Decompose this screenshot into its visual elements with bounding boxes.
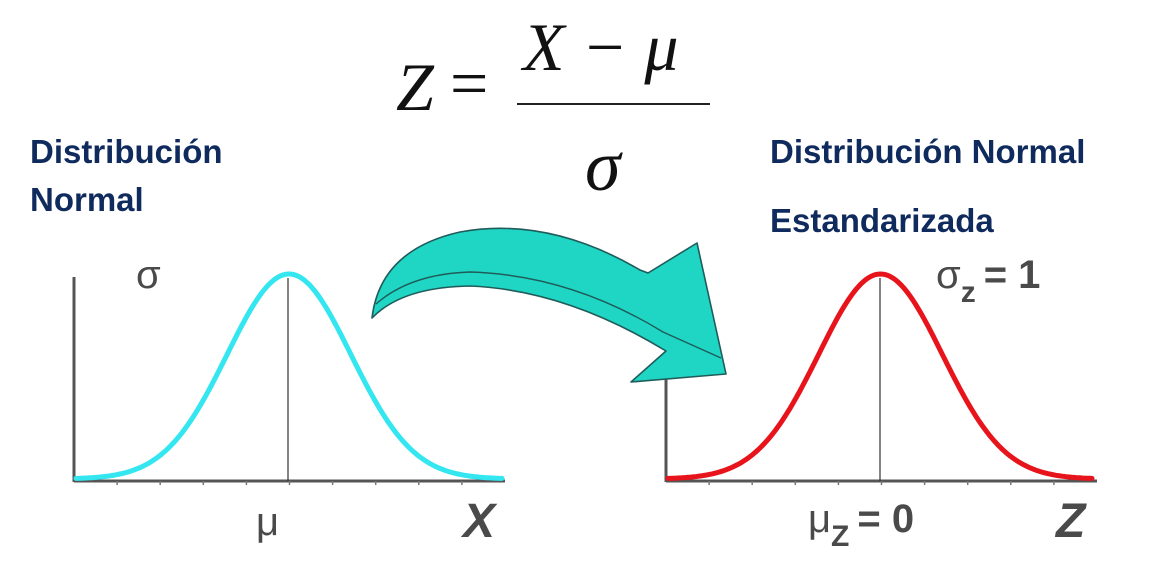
- left-normal-plot: σ μ X: [72, 253, 505, 548]
- right-title-line1: Distribución Normal: [770, 133, 1085, 170]
- right-sigma-value: = 1: [984, 253, 1041, 297]
- right-standard-normal-curve: [665, 271, 1095, 481]
- right-standard-normal-plot: σz= 1 μZ= 0 Z: [664, 253, 1097, 553]
- left-mean-label: μ: [256, 500, 279, 544]
- right-axis-label: Z: [1054, 495, 1087, 548]
- left-normal-curve: [73, 271, 505, 481]
- transformation-arrow-body: [371, 227, 727, 383]
- right-mean-value: = 0: [857, 497, 914, 541]
- right-sigma-label: σz= 1: [936, 253, 1040, 309]
- left-axis-label: X: [460, 495, 498, 548]
- left-title-line2: Normal: [30, 181, 144, 218]
- right-mean-label: μZ= 0: [808, 497, 914, 553]
- formula-denominator: σ: [585, 126, 623, 206]
- formula-numerator: X − μ: [520, 9, 679, 85]
- right-sigma-subscript: z: [961, 276, 976, 309]
- left-sigma-label: σ: [136, 253, 161, 297]
- transformation-arrow-edge: [375, 271, 722, 359]
- right-mean-symbol: μ: [808, 497, 831, 541]
- z-score-formula: Z = X − μ σ: [396, 9, 710, 206]
- transformation-arrow: [371, 227, 727, 383]
- right-x-axis-ticks: [708, 481, 1055, 485]
- right-mean-subscript: Z: [831, 520, 849, 553]
- right-sigma-symbol: σ: [936, 253, 961, 297]
- formula-equals: =: [450, 45, 488, 121]
- left-title-line1: Distribución: [30, 133, 223, 170]
- formula-lhs: Z: [396, 49, 435, 125]
- right-title-line2: Estandarizada: [770, 202, 994, 239]
- left-x-axis-ticks: [116, 481, 463, 485]
